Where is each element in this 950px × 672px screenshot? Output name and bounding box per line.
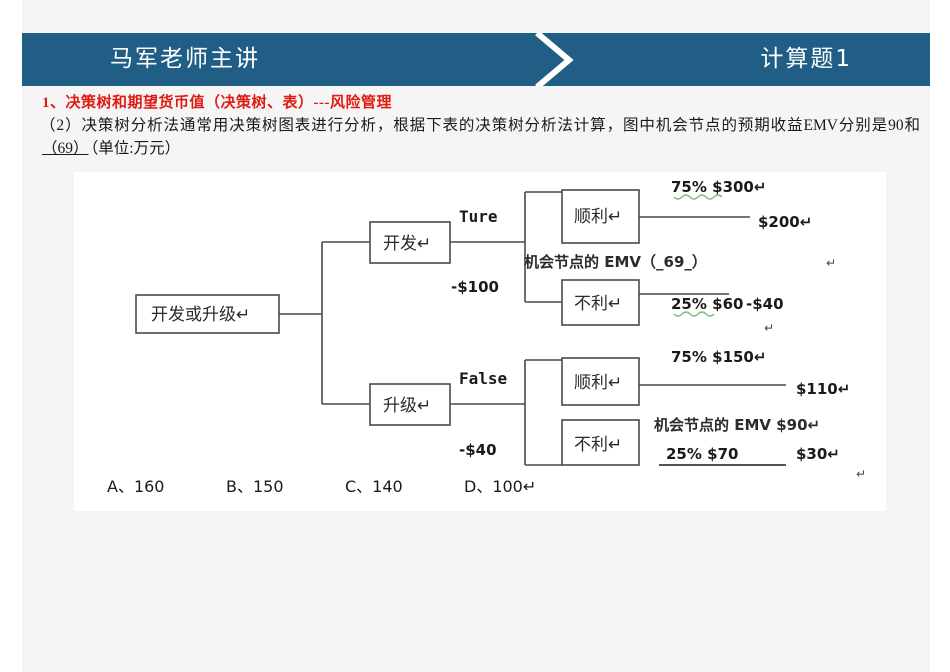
question-text-part2: （单位:万元） <box>90 140 181 157</box>
upper-good-node-box <box>561 189 640 244</box>
option-a[interactable]: A、160 <box>107 477 165 496</box>
root-node-label: 开发或升级↵ <box>151 305 250 325</box>
presenter-title: 马军老师主讲 <box>110 46 260 72</box>
slide-canvas: 马军老师主讲 计算题1 1、决策树和期望货币值（决策树、表）---风险管理 （2… <box>22 0 930 672</box>
chevron-right-icon <box>535 33 574 86</box>
lower-decision-node-label: 升级↵ <box>383 396 431 416</box>
option-b[interactable]: B、150 <box>226 477 284 496</box>
lower-bad-result: $30↵ <box>796 445 840 463</box>
lower-bad-node-box <box>561 419 640 466</box>
upper-cost-label: -$100 <box>451 278 499 296</box>
lower-trailing-cr-mark: ↵ <box>856 467 866 481</box>
decision-tree-panel: 开发或升级↵ 开发↵ Ture -$100 顺利↵ 75% $300↵ $200… <box>74 172 886 511</box>
upper-trailing-cr-mark: ↵ <box>764 321 774 335</box>
upper-bad-result: -$40 <box>746 295 784 313</box>
upper-bad-node-box <box>561 279 640 326</box>
upper-decision-node-label: 开发↵ <box>383 234 431 254</box>
lower-decision-node-box <box>369 383 451 426</box>
question-text-part1: （2）决策树分析法通常用决策树图表进行分析，根据下表的决策树分析法计算，图中机会… <box>40 117 920 134</box>
lower-good-probability-value: 75% $150↵ <box>671 348 766 366</box>
upper-cr-mark: ↵ <box>826 256 836 270</box>
decision-tree-diagram: 开发或升级↵ 开发↵ Ture -$100 顺利↵ 75% $300↵ $200… <box>107 178 866 496</box>
option-c[interactable]: C、140 <box>345 477 403 496</box>
topic-title: 计算题1 <box>760 46 852 72</box>
root-node-box <box>135 294 280 334</box>
upper-bad-probability-value: 25% $60 <box>671 295 743 313</box>
upper-emv-label: 机会节点的 EMV（_69_） <box>524 253 707 271</box>
header-banner: 马军老师主讲 计算题1 <box>22 33 930 86</box>
upper-good-result: $200↵ <box>758 213 812 231</box>
upper-bad-node-label: 不利↵ <box>574 294 622 314</box>
upper-good-node-label: 顺利↵ <box>574 207 622 227</box>
lower-good-result: $110↵ <box>796 380 850 398</box>
lower-bad-node-label: 不利↵ <box>574 435 622 455</box>
answer-blank: （69） <box>42 140 89 157</box>
upper-branch-label: Ture <box>459 207 498 226</box>
option-d[interactable]: D、100↵ <box>464 477 536 496</box>
upper-decision-node-box <box>369 221 451 264</box>
lower-branch-label: False <box>459 369 507 388</box>
lower-cost-label: -$40 <box>459 441 497 459</box>
upper-good-probability-value: 75% $300↵ <box>671 178 766 196</box>
lower-emv-label: 机会节点的 EMV $90↵ <box>654 416 820 434</box>
lower-bad-probability-value: 25% $70 <box>666 445 738 463</box>
question-paragraph: （2）决策树分析法通常用决策树图表进行分析，根据下表的决策树分析法计算，图中机会… <box>40 114 920 160</box>
section-heading: 1、决策树和期望货币值（决策树、表）---风险管理 <box>42 95 392 111</box>
lower-good-node-label: 顺利↵ <box>574 373 622 393</box>
lower-good-node-box <box>561 357 640 406</box>
